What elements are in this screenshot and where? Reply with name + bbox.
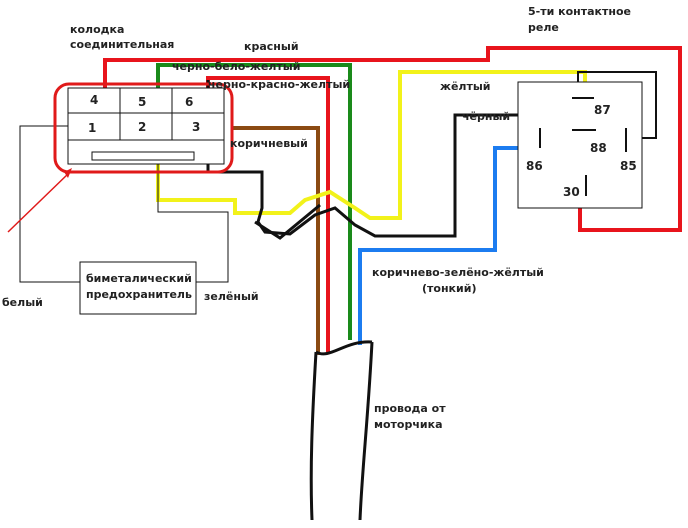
motor-cable	[309, 340, 374, 521]
relay-pin-85: 85	[620, 159, 637, 173]
label-red: красный	[244, 40, 299, 53]
pin-2: 2	[138, 120, 146, 134]
connector-block	[53, 82, 234, 174]
pin-6: 6	[185, 95, 193, 109]
relay-title-1: 5-ти контактное	[528, 5, 631, 18]
pin-1: 1	[88, 121, 96, 135]
wire-brown	[232, 126, 320, 355]
relay-pin-88: 88	[590, 141, 607, 155]
pin-5: 5	[138, 95, 146, 109]
wire-green-thin	[157, 135, 229, 283]
relay-pin-86: 86	[526, 159, 543, 173]
relay-pin-30: 30	[563, 185, 580, 199]
label-yellow: жёлтый	[440, 80, 491, 93]
fuse-block	[79, 261, 197, 315]
label-brown-green-yellow: коричнево-зелёно-жёлтый	[372, 266, 544, 279]
wire-blue	[358, 146, 540, 345]
arrow-icon	[7, 168, 72, 233]
label-white: белый	[2, 296, 43, 309]
pin-3: 3	[192, 120, 200, 134]
fuse-label-2: предохранитель	[86, 288, 192, 301]
motor-label-2: моторчика	[374, 418, 443, 431]
label-thin: (тонкий)	[422, 282, 476, 295]
fuse-label-1: биметалический	[86, 272, 192, 285]
wire-white	[19, 125, 80, 283]
label-black: чёрный	[462, 110, 510, 123]
wire-black-cross	[254, 203, 321, 240]
connector-title-1: колодка	[70, 23, 124, 36]
label-black-red-yellow: черно-красно-желтый	[208, 78, 350, 91]
relay-block	[517, 81, 643, 209]
label-green: зелёный	[204, 290, 259, 303]
relay-title-2: реле	[528, 21, 559, 34]
motor-label-1: провода от	[374, 402, 446, 415]
connector-highlight	[53, 82, 234, 174]
relay-87-lead	[577, 71, 657, 139]
connector-title-2: соединительная	[70, 38, 174, 51]
wire-yellow	[156, 70, 587, 220]
pin-4: 4	[90, 93, 98, 107]
wire-red	[103, 46, 682, 232]
label-brown: коричневый	[230, 137, 308, 150]
wire-black	[206, 113, 587, 238]
label-black-white-yellow: черно-бело-желтый	[172, 60, 300, 73]
relay-pin-87: 87	[594, 103, 611, 117]
